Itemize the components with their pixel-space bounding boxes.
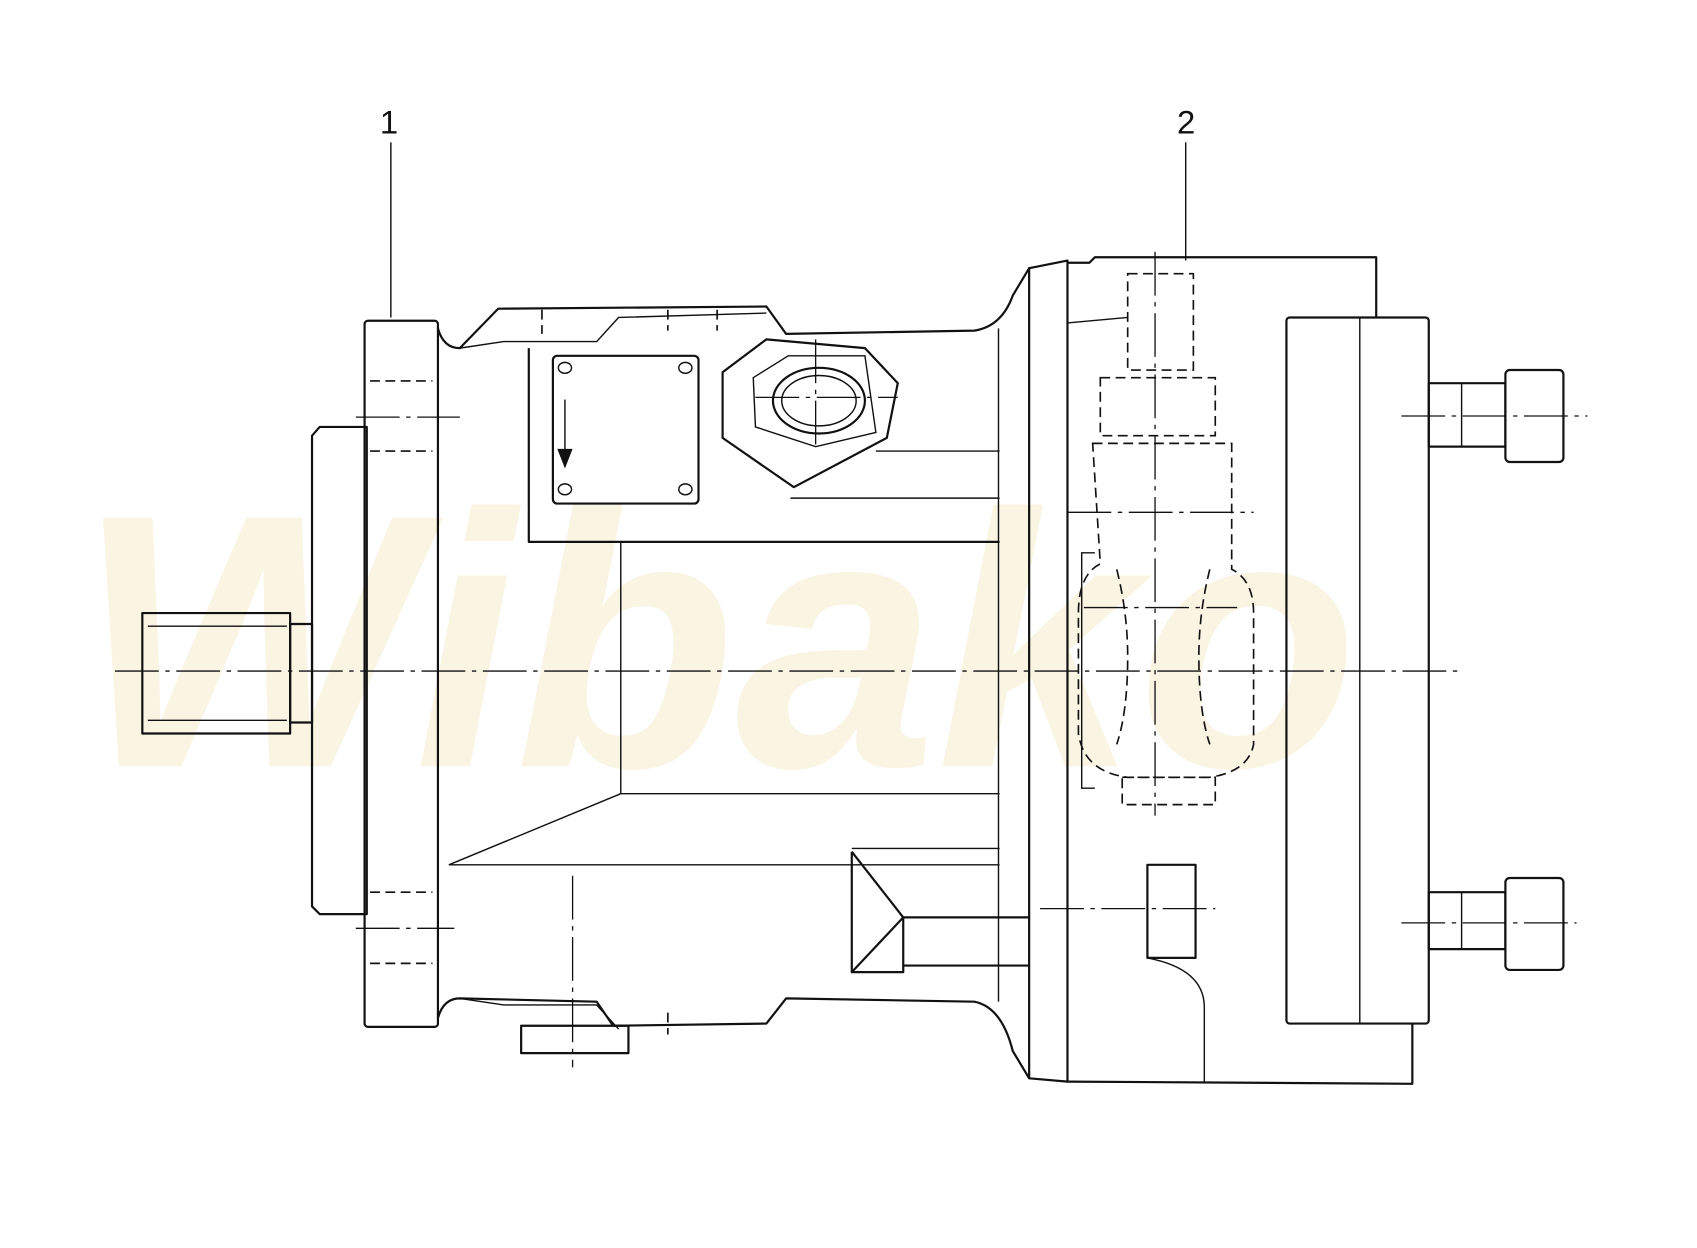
fitting-bottom (1401, 876, 1577, 972)
pump-housing (436, 267, 1031, 1080)
svg-text:2: 2 (1177, 104, 1195, 141)
fitting-top (1401, 368, 1588, 464)
end-plate (1285, 316, 1430, 1025)
watermark-logo: Wibako (77, 439, 1358, 843)
mounting-flange (355, 319, 460, 1028)
cover-plate (551, 354, 700, 505)
callout-1: 1 (380, 104, 398, 318)
pilot-flange (310, 425, 368, 916)
port-boss (721, 338, 899, 489)
control-housing (1040, 251, 1414, 1085)
ring-flange (1028, 259, 1069, 1083)
svg-text:1: 1 (380, 104, 398, 141)
callout-2: 2 (1177, 104, 1195, 261)
